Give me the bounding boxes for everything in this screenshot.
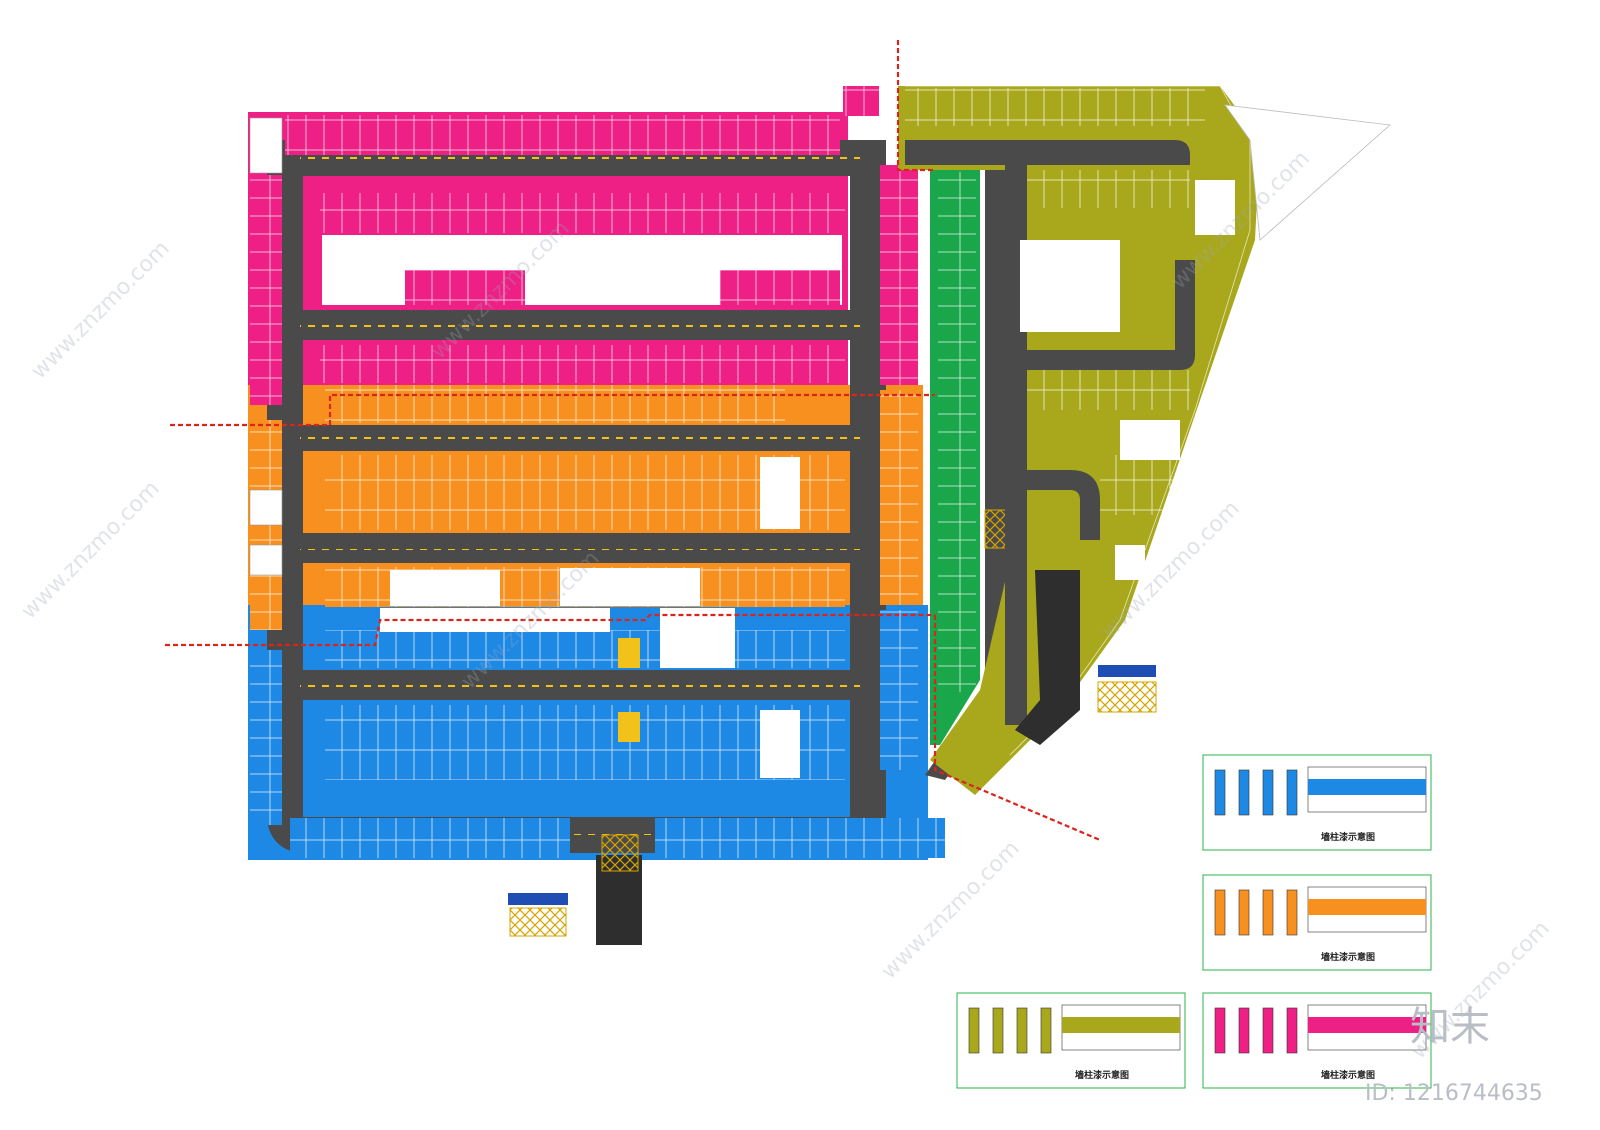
legend-column-swatch [1238,769,1250,816]
annex-box-top [249,117,283,174]
green-road [925,170,1005,780]
brand-logo-text: 知末 [1410,1004,1490,1050]
legend-wall-band [1308,899,1426,915]
olive-zone [898,85,1260,795]
core-orange-3 [560,568,700,606]
legend-wall-band [1308,779,1426,795]
east-hatch-box [1097,681,1157,713]
legend-panel: 墙柱漆示意图 [1202,992,1432,1089]
legend-column-swatch [1286,1007,1298,1054]
stall-rows-magenta [250,86,918,405]
core-blue-1 [380,608,610,632]
legend-column-swatch [1214,889,1226,936]
legend-column-swatch [1238,1007,1250,1054]
core-olive-4 [1115,545,1145,580]
legend-column-swatch [1040,1007,1052,1054]
legend-column-swatch [1286,769,1298,816]
accessible-stall-2 [618,712,640,742]
zone-dividers [165,40,1101,842]
legend-column-swatch [1262,889,1274,936]
core-olive-2 [1120,420,1180,460]
east-ramp [1015,570,1080,745]
accessible-stall-1 [618,638,640,668]
legend-column-swatch [992,1007,1004,1054]
annex-box-low [249,544,283,576]
legend-panel: 墙柱漆示意图 [956,992,1186,1089]
legend-title: 墙柱漆示意图 [1321,1069,1375,1081]
legend-column-swatch [1214,769,1226,816]
watermark-text-2: www.znzmo.com [17,476,165,624]
olive-road [905,140,1190,165]
stall-rows-blue [250,610,945,858]
core-blue-3 [760,710,800,778]
south-hatch-box [509,907,567,937]
open-area-northeast [1224,104,1391,241]
legend-wall-band [1308,1017,1426,1033]
legend-column-swatch [1262,1007,1274,1054]
legend-column-swatch [1238,889,1250,936]
legend-panel: 墙柱漆示意图 [1202,874,1432,971]
paint-legends: 墙柱漆示意图墙柱漆示意图墙柱漆示意图墙柱漆示意图 [956,754,1432,1089]
south-ramp-hatch [601,834,639,872]
legend-title: 墙柱漆示意图 [1321,831,1375,843]
legend-wall-band [1062,1017,1180,1033]
legend-column-swatch [1016,1007,1028,1054]
legend-title: 墙柱漆示意图 [1321,951,1375,963]
core-olive-3 [1195,180,1235,235]
core-olive-1 [1020,240,1120,332]
green-zone [925,170,1024,780]
core-blue-2 [660,608,735,668]
watermark-text-1: www.znzmo.com [27,236,175,384]
legend-panel: 墙柱漆示意图 [1202,754,1432,851]
legend-column-swatch [968,1007,980,1054]
south-sign [508,893,568,905]
core-orange-2 [390,570,500,606]
legend-column-swatch [1214,1007,1226,1054]
legend-column-swatch [1286,889,1298,936]
annex-box-mid [249,489,283,526]
east-sign [1098,665,1156,677]
image-id-text: ID: 1216744635 [1365,1081,1543,1106]
legend-column-swatch [1262,769,1274,816]
legend-title: 墙柱漆示意图 [1075,1069,1129,1081]
lane-markings [300,157,860,837]
main-parking-block [248,86,945,945]
core-orange-1 [760,457,800,529]
